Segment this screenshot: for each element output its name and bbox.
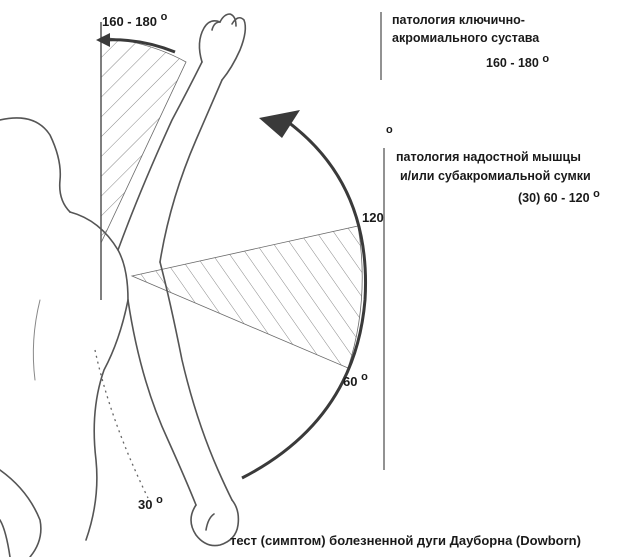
note-supraspinatus-line1: патология надостной мышцы: [396, 150, 581, 164]
note-acromio-range-value: 160 - 180: [486, 56, 539, 70]
note-supraspinatus-range-value: (30) 60 - 120: [518, 191, 590, 205]
mark-60-degree: o: [361, 371, 368, 383]
note-acromio-range: 160 - 180 o: [486, 56, 549, 70]
note-supraspinatus-range-degree: o: [593, 188, 600, 200]
top-angle-value: 160 - 180: [102, 14, 157, 29]
mark-60-value: 60: [343, 374, 357, 389]
mark-60-label: 60 o: [343, 374, 368, 389]
hatched-sector-160-180: [101, 37, 186, 243]
hatched-sector-60-120: [132, 226, 362, 368]
note-acromio-degree: o: [542, 53, 549, 65]
note-supraspinatus-range: (30) 60 - 120 o: [518, 191, 600, 205]
diagram-caption: тест (симптом) болезненной дуги Дауборна…: [230, 533, 581, 548]
mark-30-degree: o: [156, 494, 163, 506]
main-arc-arrowhead: [259, 110, 300, 138]
note-acromio-line2: акромиального сустава: [392, 31, 539, 45]
mark-120-label: 120: [362, 210, 384, 225]
mark-30-label: 30 o: [138, 497, 163, 512]
top-angle-label: 160 - 180 o: [102, 14, 167, 29]
mark-30-value: 30: [138, 497, 152, 512]
note-supraspinatus-degree-mark: o: [386, 124, 393, 136]
note-supraspinatus-line2: и/или субакромиальной сумки: [400, 169, 591, 183]
top-angle-degree: o: [161, 11, 168, 23]
note-acromio-line1: патология ключично-: [392, 13, 525, 27]
